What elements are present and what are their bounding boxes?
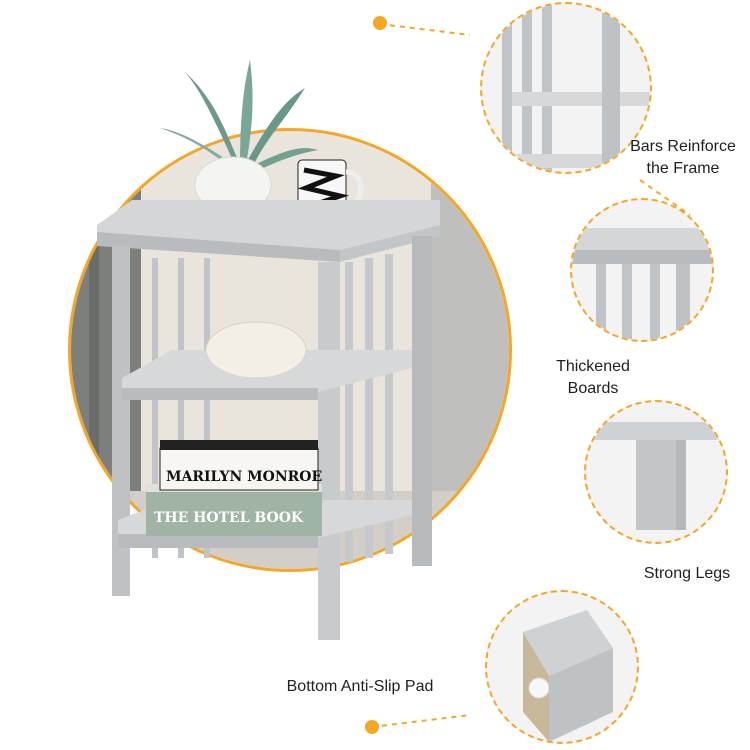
label-legs-text: Strong Legs (643, 565, 731, 582)
label-bars-line1: Bars Reinforce (630, 138, 736, 155)
detail-circle-bars (480, 2, 652, 174)
books: THE HOTEL BOOK MARILYN MONROE (146, 440, 322, 536)
detail-circle-legs (584, 400, 728, 544)
label-bars-line2: the Frame (646, 160, 720, 177)
label-bars: Bars Reinforce the Frame (613, 136, 750, 180)
label-pad: Bottom Anti-Slip Pad (266, 676, 454, 698)
book-top-title: MARILYN MONROE (166, 469, 322, 485)
detail-circle-boards (570, 198, 714, 342)
connector-bottom (371, 714, 471, 728)
label-legs: Strong Legs (626, 563, 748, 585)
label-boards: Thickened Boards (534, 356, 652, 400)
label-boards-line2: Boards (567, 380, 619, 397)
accent-dot-bottom (365, 720, 379, 734)
accent-dot-top (373, 16, 387, 30)
label-boards-line1: Thickened (556, 358, 630, 375)
label-pad-text: Bottom Anti-Slip Pad (286, 678, 434, 695)
plant (160, 60, 318, 214)
detail-circle-pad (485, 590, 639, 744)
book-bottom-title: THE HOTEL BOOK (154, 510, 304, 526)
